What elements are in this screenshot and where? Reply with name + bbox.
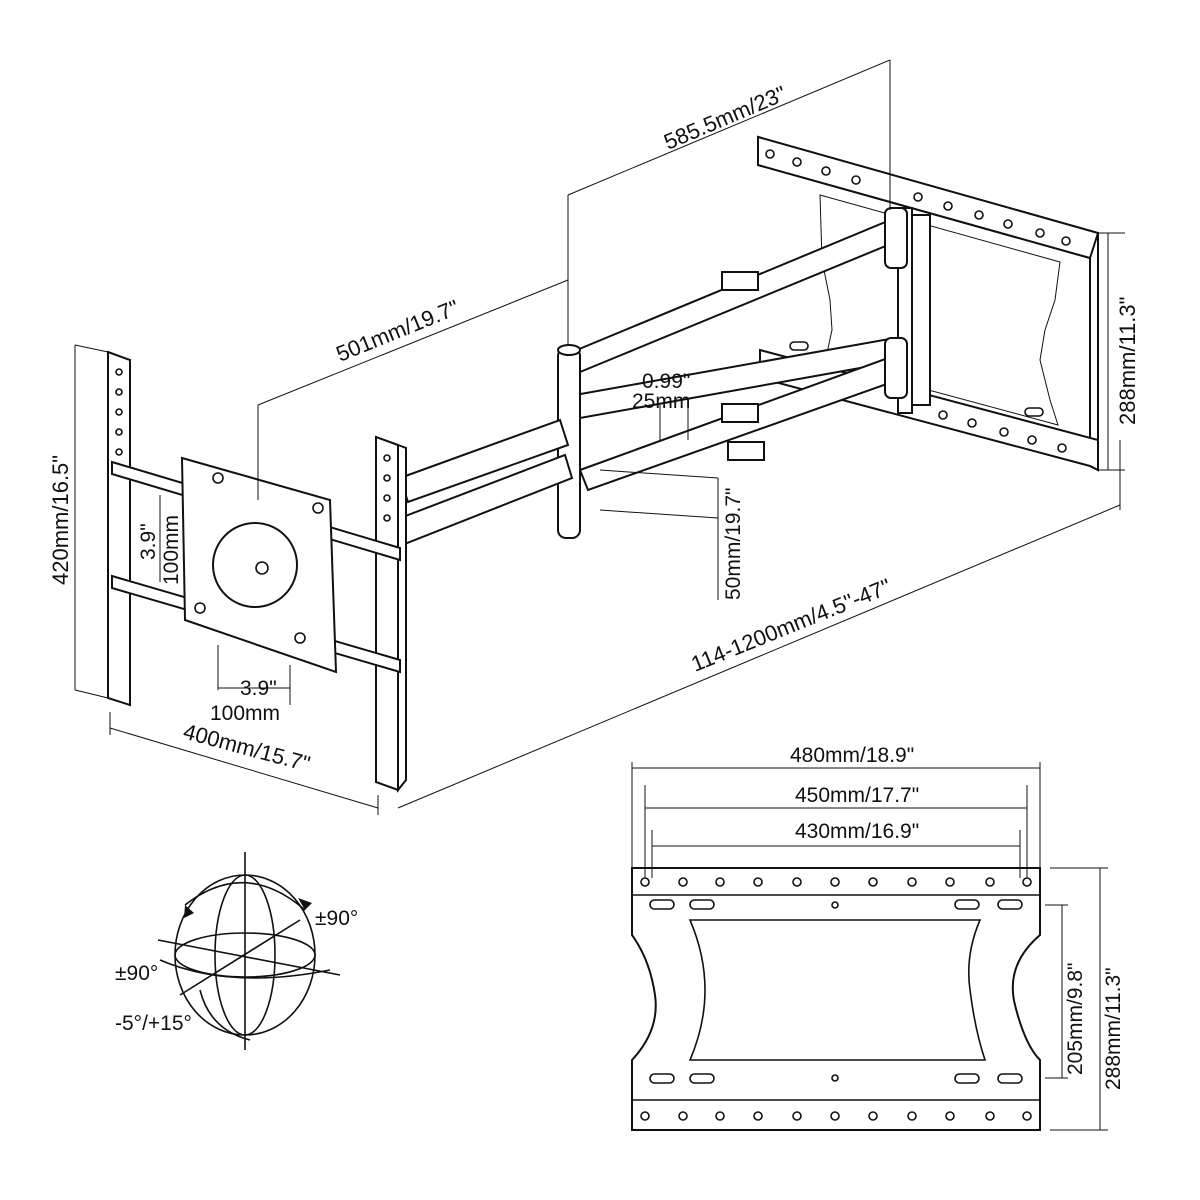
wall-plate-slot-spacing-label: 205mm/9.8" — [1064, 962, 1087, 1075]
vesa-horizontal-in-label: 3.9" — [240, 677, 277, 700]
tilt-label: -5°/+15° — [115, 1012, 192, 1035]
wall-plate-holes-top — [765, 149, 1071, 246]
arm-gap-mm-label: 25mm — [632, 390, 690, 413]
arm-gap-in-label: 0.99" — [642, 370, 690, 393]
wall-plate-perspective — [757, 135, 1100, 472]
wall-plate-width-inner-label: 430mm/16.9" — [795, 820, 919, 843]
arm-assembly — [393, 207, 908, 547]
vesa-vertical-in-label: 3.9" — [137, 523, 160, 560]
tv-plate-height-label: 420mm/16.5" — [48, 455, 73, 585]
wall-plate-front-view — [631, 867, 1041, 1131]
front-view-holes-top — [640, 877, 1032, 910]
swivel-label: ±90° — [115, 962, 158, 985]
dimension-lines — [74, 59, 1125, 815]
wall-plate-width-outer-label: 480mm/18.9" — [790, 744, 914, 767]
wall-plate-width-middle-label: 450mm/17.7" — [795, 784, 919, 807]
wall-plate-front-height-label: 288mm/11.3" — [1102, 967, 1125, 1090]
extension-range-label: 114-1200mm/4.5''-47'' — [688, 574, 895, 677]
arm-thickness-label: 50mm/19.7" — [722, 487, 745, 600]
vesa-vertical-mm-label: 100mm — [160, 515, 183, 585]
vesa-horizontal-mm-label: 100mm — [210, 702, 280, 725]
front-view-holes-bottom — [640, 1073, 1032, 1121]
tv-bracket — [107, 350, 407, 793]
motion-range-icon — [157, 852, 341, 1050]
wall-plate-height-label: 288mm/11.3" — [1115, 297, 1140, 425]
tv-plate-width-label: 400mm/15.7" — [181, 719, 313, 777]
front-view-dimension-lines — [631, 762, 1108, 1131]
rotate-label: ±90° — [315, 907, 358, 930]
tv-plate-holes — [115, 368, 391, 644]
